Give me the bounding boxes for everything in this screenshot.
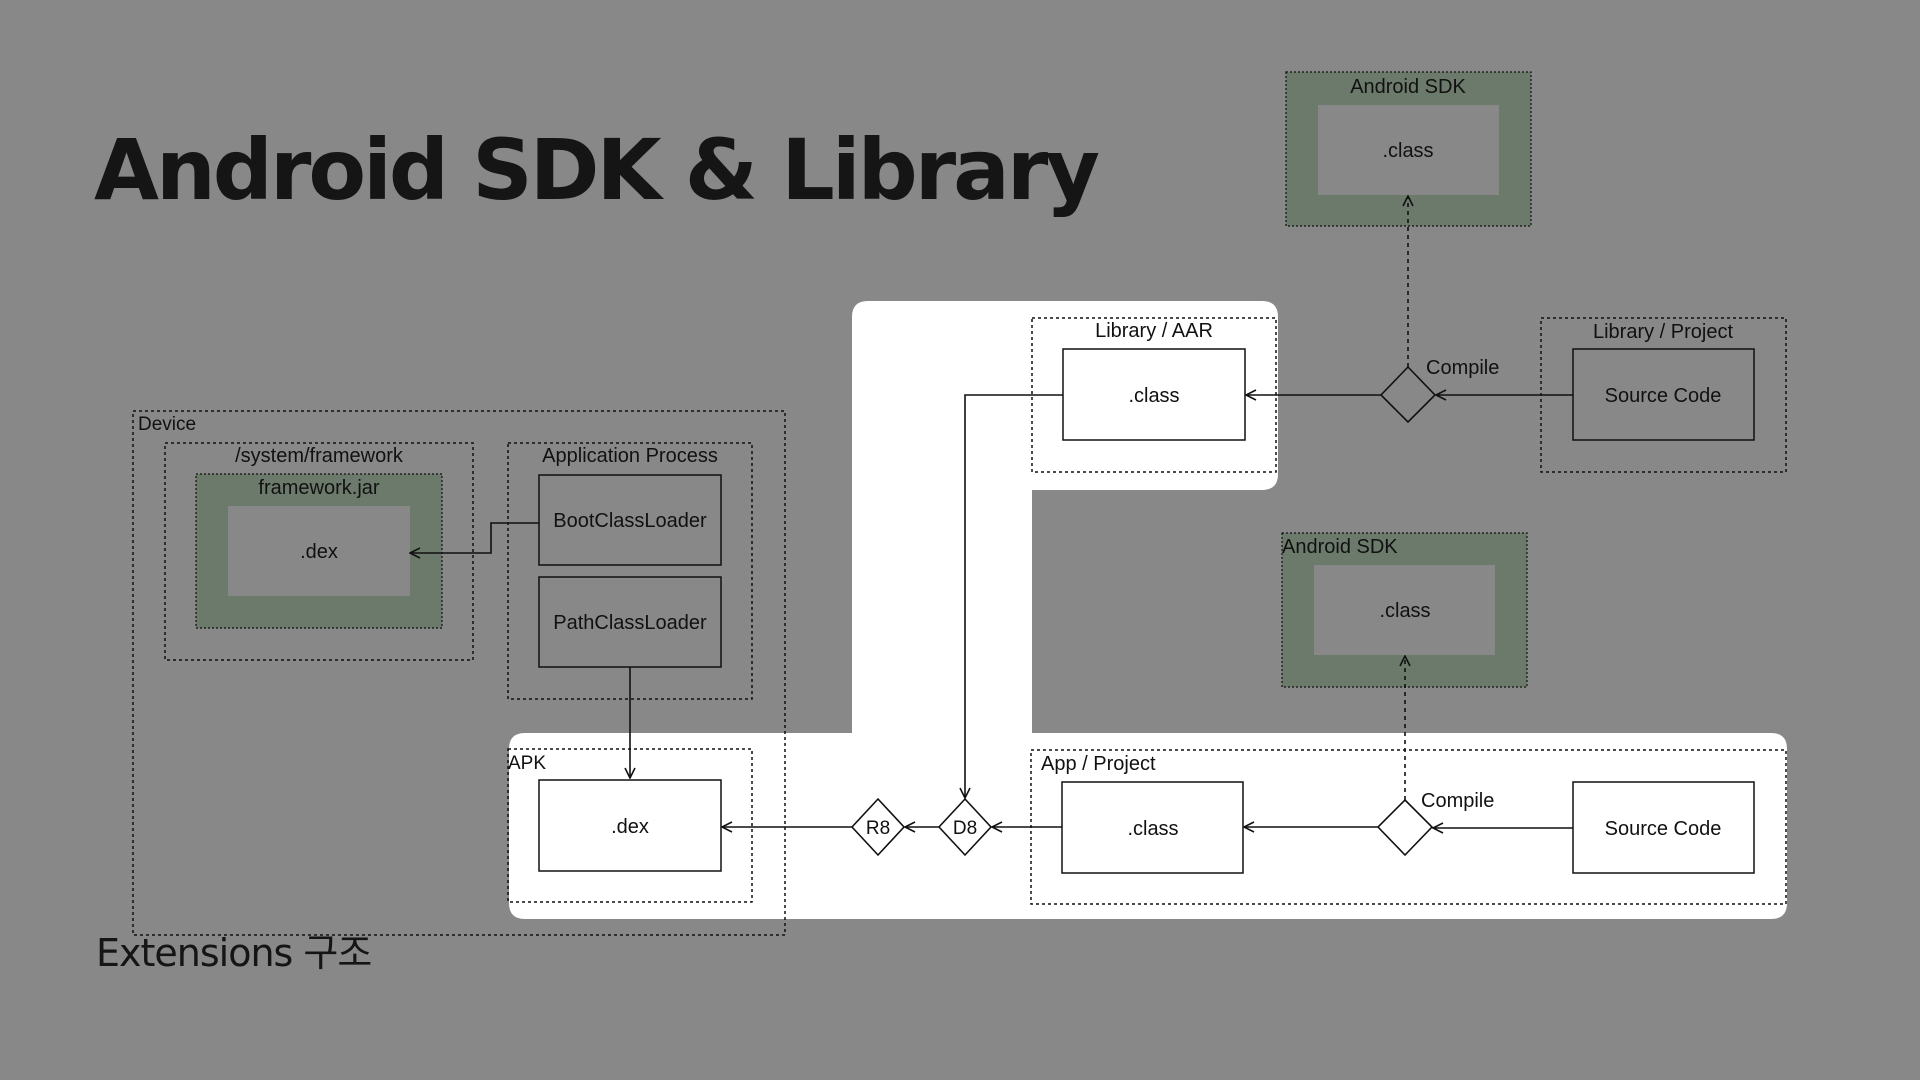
r8-diamond (850, 797, 906, 857)
d8-diamond (937, 797, 993, 857)
system-framework-container (164, 442, 474, 661)
page-title: Android SDK & Library (94, 121, 1100, 219)
device-container (132, 410, 786, 936)
android-sdk-bottom-class-label: .class (1379, 600, 1430, 622)
application-process-container (507, 442, 753, 700)
system-framework-label: /system/framework (235, 445, 404, 467)
android-sdk-top-label: Android SDK (1350, 76, 1466, 98)
compile-top-label: Compile (1426, 357, 1499, 379)
boot-class-loader-label: BootClassLoader (553, 510, 707, 532)
library-class-to-d8-arrow (965, 394, 1063, 798)
library-project-label: Library / Project (1593, 321, 1733, 343)
android-sdk-bottom-class-box (1314, 565, 1495, 655)
android-sdk-top-class-box (1318, 105, 1499, 195)
app-project-class-box (1061, 781, 1244, 874)
library-aar-label: Library / AAR (1095, 320, 1213, 342)
android-sdk-bottom-label: Android SDK (1282, 536, 1398, 558)
boot-class-loader-box (538, 474, 722, 566)
app-project-source-box (1572, 781, 1755, 874)
boot-loader-to-framework-dex-arrow (410, 522, 539, 553)
compile-top-diamond (1379, 365, 1437, 424)
page-subtitle: Extensions 구조 (96, 931, 372, 975)
r8-label: R8 (866, 818, 890, 839)
library-aar-class-label: .class (1128, 385, 1179, 407)
apk-label: APK (508, 753, 546, 774)
compile-bottom-diamond (1376, 798, 1434, 857)
apk-dex-label: .dex (611, 816, 649, 838)
device-label: Device (138, 414, 196, 435)
framework-dex-label: .dex (300, 541, 338, 563)
path-class-loader-label: PathClassLoader (553, 612, 707, 634)
framework-dex-box (228, 506, 410, 596)
library-aar-class-box (1062, 348, 1246, 441)
app-project-source-label: Source Code (1605, 818, 1722, 840)
library-project-source-label: Source Code (1605, 385, 1722, 407)
d8-label: D8 (953, 818, 977, 839)
highlight-region (509, 301, 1787, 919)
app-project-label: App / Project (1041, 753, 1156, 775)
app-project-class-label: .class (1127, 818, 1178, 840)
android-sdk-top-class-label: .class (1382, 140, 1433, 162)
compile-bottom-label: Compile (1421, 790, 1494, 812)
framework-jar-label: framework.jar (258, 477, 379, 499)
application-process-label: Application Process (542, 445, 718, 467)
